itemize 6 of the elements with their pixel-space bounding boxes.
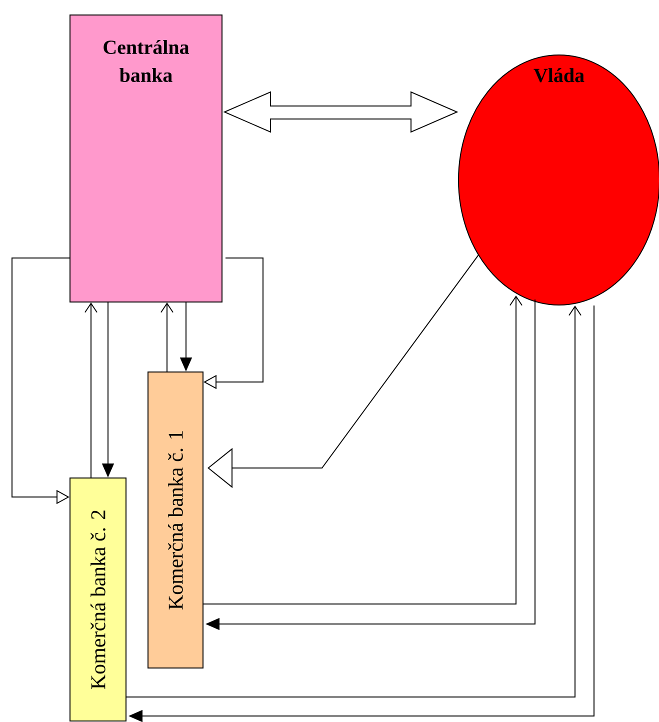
bank-box: Komerčná banka č. 1 [148, 372, 204, 668]
bank-box: Centrálna banka [70, 14, 222, 302]
arrow [208, 254, 479, 488]
arrow [84, 302, 98, 478]
arrow [160, 302, 174, 372]
bank-box: Komerčná banka č. 2 [70, 478, 126, 722]
